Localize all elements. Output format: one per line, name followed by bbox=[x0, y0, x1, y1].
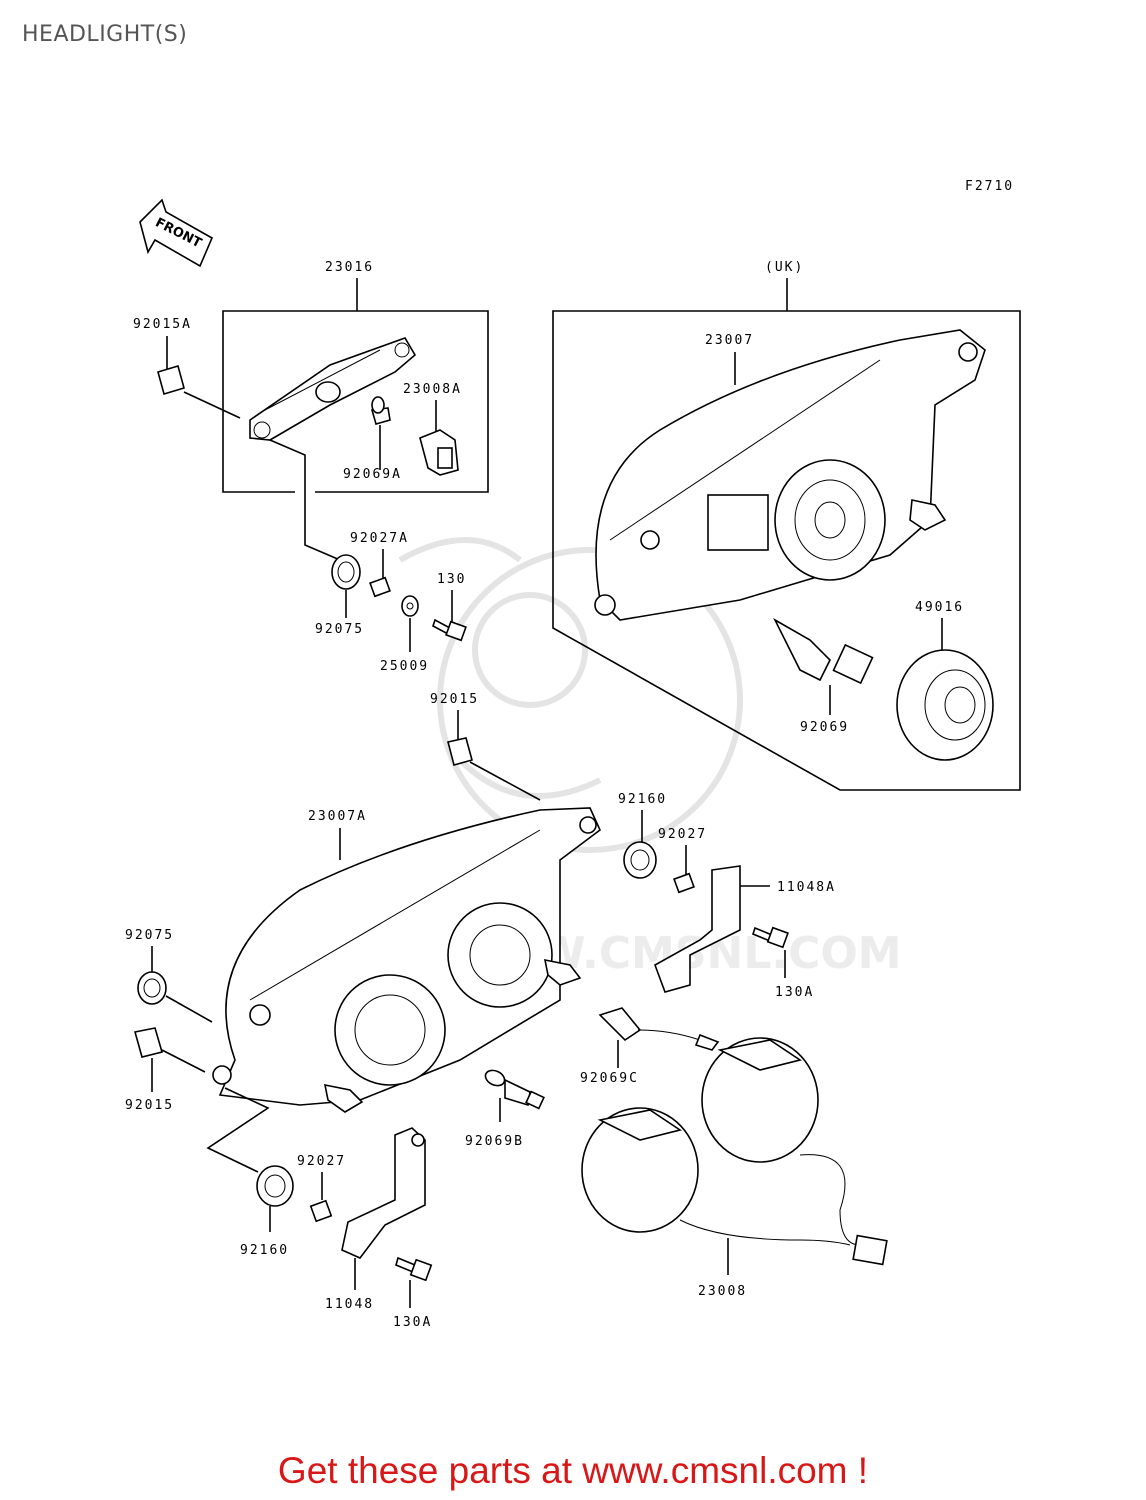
bulb-92069 bbox=[773, 617, 874, 685]
part-label-11048: 11048 bbox=[325, 1297, 374, 1312]
grommet-92075-left bbox=[137, 971, 167, 1005]
figure-code: F2710 bbox=[965, 179, 1014, 194]
part-label-49016: 49016 bbox=[915, 600, 964, 615]
clip-92015A bbox=[157, 364, 185, 396]
cap-49016 bbox=[896, 649, 994, 761]
part-label-23008A: 23008A bbox=[403, 382, 462, 397]
part-label-92015A: 92015A bbox=[133, 317, 192, 332]
washer-25009 bbox=[401, 595, 419, 617]
uk-label: (UK) bbox=[765, 260, 804, 275]
headlight-unit-main bbox=[212, 807, 601, 1113]
part-label-130A-bot: 130A bbox=[393, 1315, 432, 1330]
part-label-92160-bot: 92160 bbox=[240, 1243, 289, 1258]
grommet-92160-top bbox=[623, 841, 657, 879]
footer-link[interactable]: Get these parts at www.cmsnl.com ! bbox=[277, 1450, 869, 1491]
part-label-92160-top: 92160 bbox=[618, 792, 667, 807]
bolt-130A-bot bbox=[395, 1256, 433, 1282]
parts-diagram: WWW.CMSNL.COM F2710 FRONT 23016 92015A 2… bbox=[125, 179, 1021, 1330]
bolt-130A-top bbox=[752, 926, 789, 949]
bulb-92069B bbox=[484, 1069, 545, 1110]
clip-92015-mid bbox=[447, 737, 473, 766]
bulb-socket-92069C bbox=[598, 1007, 720, 1051]
part-label-92069C: 92069C bbox=[580, 1071, 639, 1086]
grommet-92075-top bbox=[331, 554, 361, 590]
part-label-25009: 25009 bbox=[380, 659, 429, 674]
part-label-92069A: 92069A bbox=[343, 467, 402, 482]
bracket-11048A bbox=[654, 865, 741, 993]
front-arrow-icon: FRONT bbox=[139, 198, 214, 268]
part-label-92075-left: 92075 bbox=[125, 928, 174, 943]
page-title: HEADLIGHT(S) bbox=[22, 22, 188, 47]
part-label-23016: 23016 bbox=[325, 260, 374, 275]
part-label-130A-top: 130A bbox=[775, 985, 814, 1000]
part-label-92027-top: 92027 bbox=[658, 827, 707, 842]
part-label-92075-top: 92075 bbox=[315, 622, 364, 637]
part-label-92027A: 92027A bbox=[350, 531, 409, 546]
collar-92027-top bbox=[673, 872, 695, 894]
headlight-unit-uk bbox=[594, 329, 986, 621]
clip-92015-left bbox=[133, 1027, 164, 1058]
part-label-11048A: 11048A bbox=[777, 880, 836, 895]
bulb-92069A bbox=[370, 396, 391, 425]
part-label-92069: 92069 bbox=[800, 720, 849, 735]
fog-lamps-23008 bbox=[581, 1037, 888, 1266]
socket-23008A bbox=[419, 429, 459, 476]
position-lamp-housing bbox=[249, 337, 417, 441]
part-label-23007A: 23007A bbox=[308, 809, 367, 824]
part-label-92027-bot: 92027 bbox=[297, 1154, 346, 1169]
part-label-130: 130 bbox=[437, 572, 466, 587]
part-label-92015-left: 92015 bbox=[125, 1098, 174, 1113]
part-label-23007: 23007 bbox=[705, 333, 754, 348]
part-label-23008: 23008 bbox=[698, 1284, 747, 1299]
collar-92027A bbox=[369, 576, 391, 598]
collar-92027-bot bbox=[309, 1199, 333, 1223]
part-label-92015-mid: 92015 bbox=[430, 692, 479, 707]
part-label-92069B: 92069B bbox=[465, 1134, 524, 1149]
bracket-11048 bbox=[341, 1127, 426, 1259]
grommet-92160-bot bbox=[256, 1165, 294, 1207]
bolt-130 bbox=[432, 618, 467, 642]
